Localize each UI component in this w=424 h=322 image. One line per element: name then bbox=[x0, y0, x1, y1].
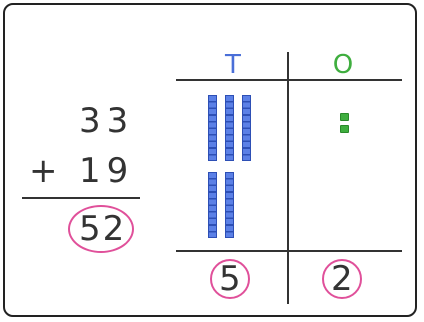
header-line bbox=[176, 79, 402, 81]
addend-2: 19 bbox=[79, 154, 134, 188]
ones-result: 2 bbox=[331, 262, 353, 296]
results-line bbox=[176, 250, 402, 252]
tens-header: T bbox=[218, 52, 248, 78]
sum-line bbox=[22, 197, 140, 199]
ones-cube bbox=[340, 125, 349, 133]
ones-cube bbox=[340, 113, 349, 121]
tens-result: 5 bbox=[219, 262, 241, 296]
addend-1: 33 bbox=[79, 104, 134, 138]
plus-sign: + bbox=[29, 154, 64, 188]
ones-header: O bbox=[328, 52, 358, 78]
answer-value: 52 bbox=[79, 212, 126, 246]
tens-rod bbox=[208, 172, 217, 238]
tens-rod bbox=[208, 95, 217, 161]
column-divider bbox=[287, 52, 289, 304]
tens-rod bbox=[225, 172, 234, 238]
tens-rod bbox=[225, 95, 234, 161]
tens-rod bbox=[242, 95, 251, 161]
